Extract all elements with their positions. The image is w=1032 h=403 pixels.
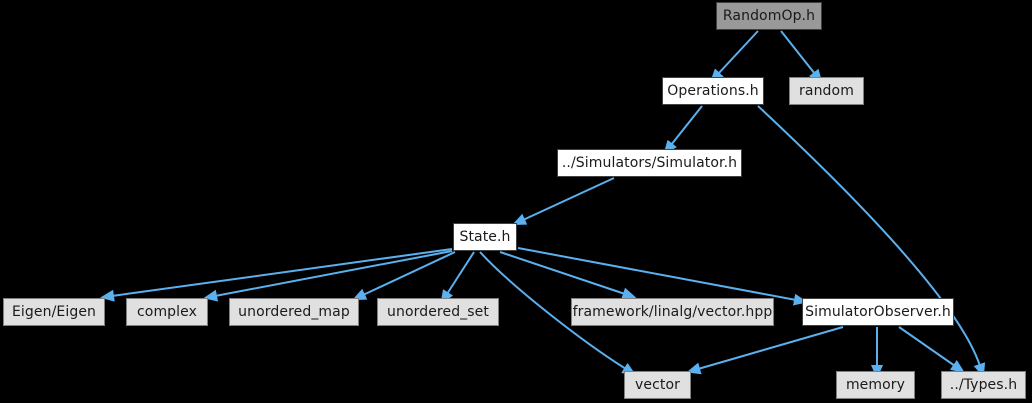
graph-node-uset[interactable]: unordered_set	[377, 298, 499, 326]
graph-node-random[interactable]: random	[789, 77, 864, 105]
graph-node-label: memory	[845, 377, 906, 393]
edge-observer-vector	[686, 326, 844, 375]
edge-state-vectorhpp	[499, 251, 637, 300]
edge-randomop-random	[780, 30, 823, 84]
graph-node-label: unordered_map	[238, 304, 350, 320]
graph-node-types[interactable]: ../Types.h	[941, 371, 1026, 399]
graph-node-label: State.h	[459, 229, 511, 245]
edge-simulator-state	[512, 177, 615, 226]
graph-node-eigen[interactable]: Eigen/Eigen	[3, 298, 105, 326]
graph-node-umap[interactable]: unordered_map	[229, 298, 359, 326]
edge-operations-simulator	[663, 105, 703, 155]
graph-node-complex[interactable]: complex	[126, 298, 208, 326]
edge-state-observer	[517, 247, 808, 306]
graph-node-label: RandomOp.h	[722, 8, 816, 24]
graph-node-label: framework/linalg/vector.hpp	[572, 304, 773, 320]
edge-state-uset	[440, 251, 475, 305]
graph-node-label: unordered_set	[387, 304, 489, 320]
graph-node-label: Operations.h	[667, 83, 759, 99]
graph-node-label: ../Simulators/Simulator.h	[561, 155, 738, 171]
graph-node-state[interactable]: State.h	[453, 223, 517, 251]
graph-node-observer[interactable]: SimulatorObserver.h	[802, 298, 954, 326]
graph-node-label: random	[799, 83, 854, 99]
graph-node-label: SimulatorObserver.h	[805, 304, 951, 320]
graph-node-label: ../Types.h	[949, 377, 1018, 393]
graph-node-vector[interactable]: vector	[624, 371, 691, 399]
edge-randomop-operations	[709, 30, 759, 83]
graph-node-label: Eigen/Eigen	[11, 304, 97, 320]
edge-state-complex	[203, 250, 453, 302]
graph-node-memory[interactable]: memory	[836, 371, 915, 399]
graph-node-operations[interactable]: Operations.h	[662, 77, 764, 105]
graph-node-label: vector	[634, 377, 680, 393]
edge-state-eigen	[100, 248, 453, 302]
graph-node-label: complex	[136, 304, 198, 320]
graph-node-vectorhpp[interactable]: framework/linalg/vector.hpp	[571, 298, 774, 326]
graph-node-simulator[interactable]: ../Simulators/Simulator.h	[557, 149, 742, 177]
edge-operations-types	[757, 105, 986, 378]
edge-observer-types	[898, 326, 965, 373]
edge-state-umap	[352, 251, 456, 301]
graph-node-randomop[interactable]: RandomOp.h	[716, 2, 822, 30]
